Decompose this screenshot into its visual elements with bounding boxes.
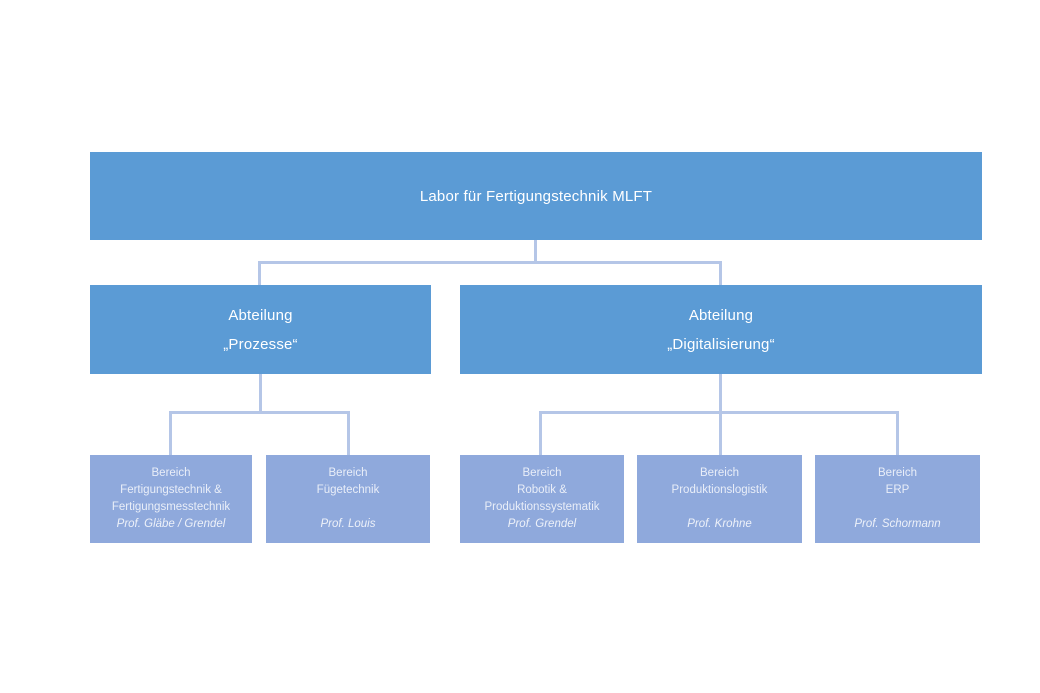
root-box-labor-fertigungstechnik: Labor für Fertigungstechnik MLFT — [90, 152, 982, 240]
connector-digitalisierung-right-leg — [896, 411, 899, 455]
dept-prozesse-line2: „Prozesse“ — [223, 335, 298, 353]
area-label: Bereich — [328, 467, 368, 479]
area-name-line2 — [266, 499, 430, 516]
area-name-line1: Robotik & — [517, 484, 567, 496]
connector-root-right-leg — [719, 261, 722, 285]
area-name-line2: Fertigungsmesstechnik — [111, 501, 231, 513]
connector-prozesse-left-leg — [169, 411, 172, 455]
area-name-line1: Fügetechnik — [316, 484, 380, 496]
connector-root-left-leg — [258, 261, 261, 285]
area-name-line1: ERP — [885, 484, 910, 496]
connector-prozesse-horizontal — [169, 411, 350, 414]
area-box-produktionslogistik: Bereich Produktionslogistik Prof. Krohne — [637, 455, 802, 543]
area-label: Bereich — [151, 467, 191, 479]
dept-box-digitalisierung: Abteilung „Digitalisierung“ — [460, 285, 982, 374]
area-lead: Prof. Schormann — [854, 518, 941, 530]
area-box-erp: Bereich ERP Prof. Schormann — [815, 455, 980, 543]
connector-digitalisierung-stub — [719, 374, 722, 455]
connector-root-stub — [534, 240, 537, 263]
area-box-robotik: Bereich Robotik & Produktionssystematik … — [460, 455, 624, 543]
area-label: Bereich — [522, 467, 562, 479]
dept-digitalisierung-line1: Abteilung — [688, 306, 754, 324]
connector-digitalisierung-horizontal — [539, 411, 899, 414]
connector-prozesse-right-leg — [347, 411, 350, 455]
area-label: Bereich — [700, 467, 739, 479]
area-box-fertigungstechnik: Bereich Fertigungstechnik & Fertigungsme… — [90, 455, 252, 543]
area-name-line2 — [815, 499, 980, 516]
dept-prozesse-line1: Abteilung — [228, 306, 293, 324]
dept-box-prozesse: Abteilung „Prozesse“ — [90, 285, 431, 374]
connector-root-horizontal — [258, 261, 722, 264]
area-box-fuegetechnik: Bereich Fügetechnik Prof. Louis — [266, 455, 430, 543]
area-name-line2 — [637, 499, 802, 516]
area-name-line1: Produktionslogistik — [671, 484, 768, 496]
area-name-line2: Produktionssystematik — [484, 501, 600, 513]
area-lead: Prof. Gläbe / Grendel — [116, 518, 226, 530]
area-lead: Prof. Krohne — [687, 518, 752, 530]
area-label: Bereich — [878, 467, 917, 479]
connector-prozesse-stub — [259, 374, 262, 414]
dept-digitalisierung-line2: „Digitalisierung“ — [667, 335, 775, 353]
root-box-title: Labor für Fertigungstechnik MLFT — [419, 187, 653, 205]
area-name-line1: Fertigungstechnik & — [120, 484, 222, 496]
area-lead: Prof. Grendel — [507, 518, 577, 530]
area-lead: Prof. Louis — [320, 518, 376, 530]
connector-digitalisierung-left-leg — [539, 411, 542, 455]
